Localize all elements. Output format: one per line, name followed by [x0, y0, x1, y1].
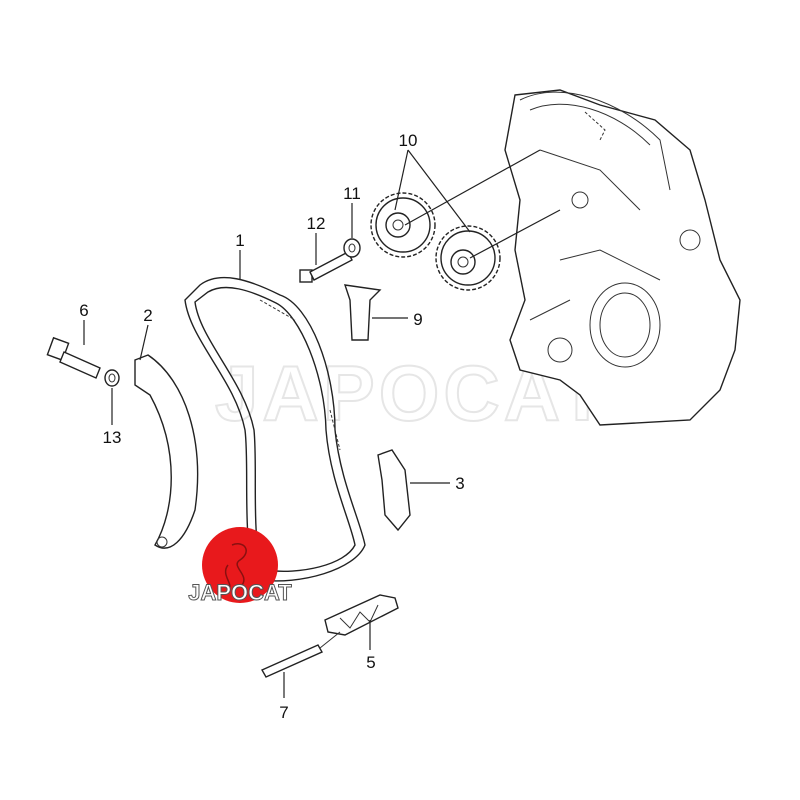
- callout-7: 7: [279, 703, 288, 722]
- callout-9: 9: [413, 310, 422, 329]
- callout-6: 6: [79, 301, 88, 320]
- chain-guide-tensioner-side: [134, 354, 199, 549]
- chain-tensioner: [324, 594, 399, 636]
- upper-chain-guide: [343, 284, 382, 341]
- callout-12: 12: [307, 214, 326, 233]
- sprocket-bolt: [299, 251, 353, 283]
- callout-11: 11: [343, 184, 361, 203]
- engine-block: [504, 89, 741, 426]
- callout-3: 3: [455, 474, 464, 493]
- callout-10: 10: [399, 131, 418, 150]
- camshaft-sprocket-left: [370, 192, 436, 258]
- washer: [343, 238, 361, 258]
- callout-13: 13: [103, 428, 122, 447]
- callout-2: 2: [143, 306, 152, 325]
- logo-text: JAPOCAT: [188, 580, 292, 605]
- tensioner-pin: [261, 631, 341, 678]
- callout-1: 1: [235, 231, 244, 250]
- sealing-ring: [104, 369, 120, 387]
- guide-bolt: [46, 336, 101, 379]
- camshaft-sprocket-right: [435, 225, 501, 291]
- chain-guide-fixed: [377, 449, 411, 532]
- timing-chain: [184, 277, 366, 582]
- callout-5: 5: [366, 653, 375, 672]
- japocat-logo: JAPOCAT: [188, 527, 293, 606]
